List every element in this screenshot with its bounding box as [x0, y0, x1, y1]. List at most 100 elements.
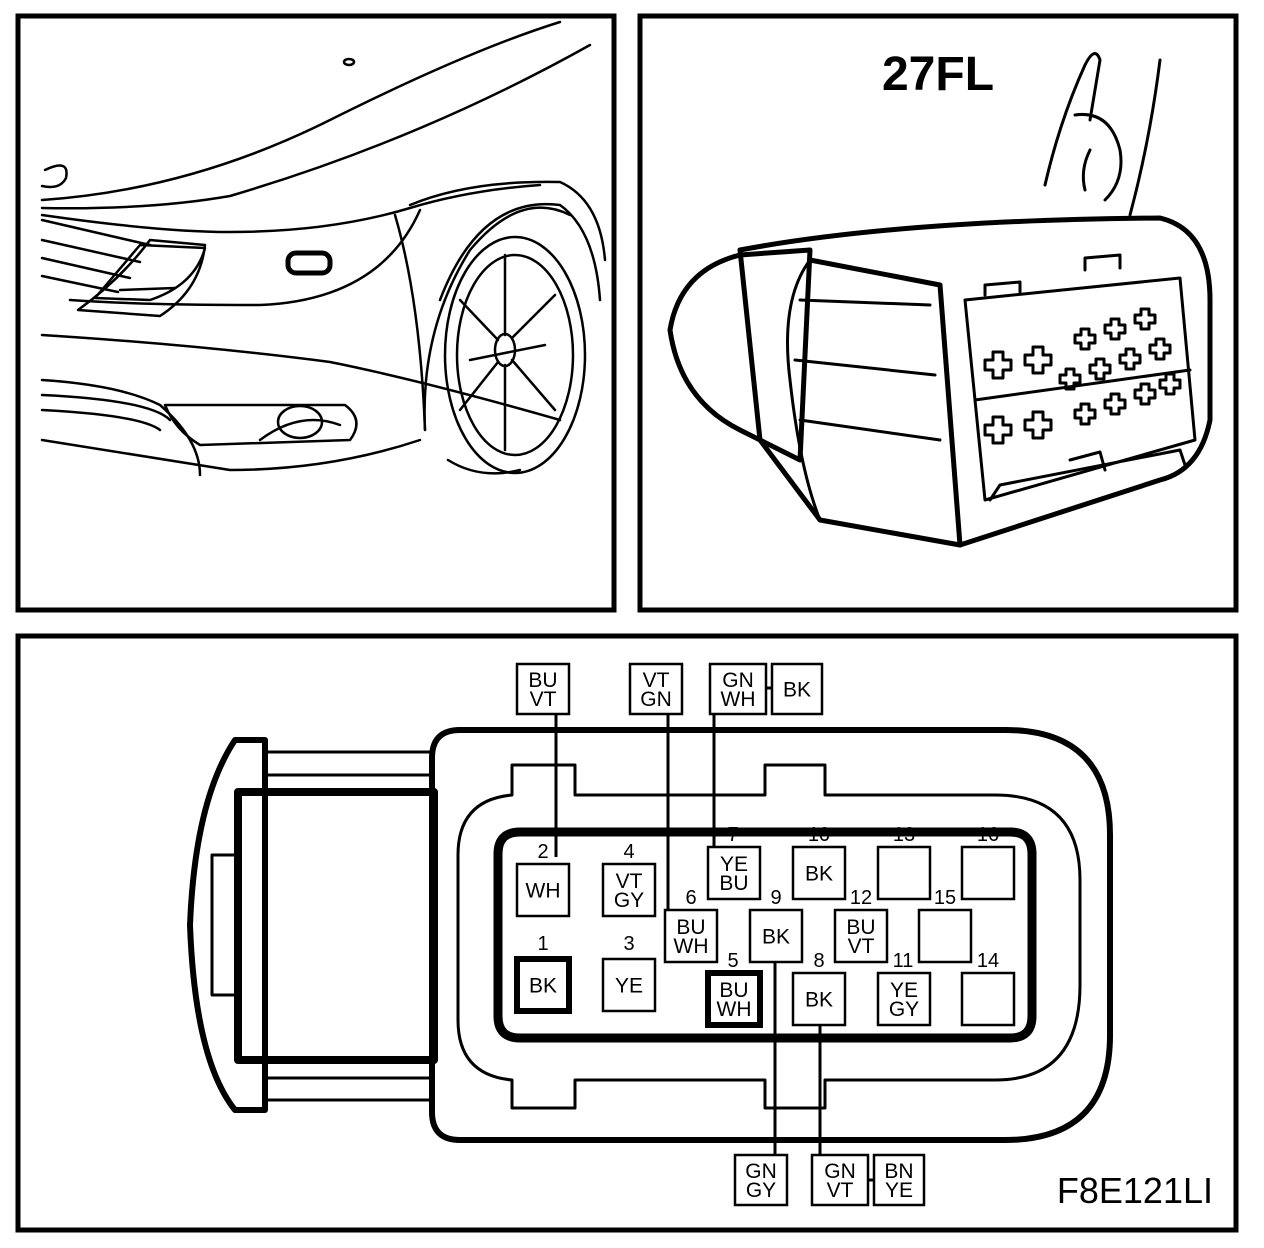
- pin-number: 16: [977, 824, 999, 846]
- pin-wire-color: GY: [614, 889, 644, 912]
- connector-label: 27FL: [882, 48, 994, 101]
- pin-3: 3YE: [601, 933, 657, 1013]
- pin-13-cavity: [876, 845, 932, 901]
- pin-wire-color: BK: [805, 863, 833, 886]
- pin-2: 2WH: [515, 841, 571, 918]
- pin-wire-color: BK: [805, 989, 833, 1012]
- pin-14-cavity: [960, 971, 1016, 1027]
- connector-illustration: [667, 52, 1213, 548]
- pin-wire-color: WH: [526, 880, 561, 903]
- wire-color-text: BU: [528, 669, 557, 692]
- panel-connector-view: [637, 13, 1239, 613]
- vehicle-front-illustration: [40, 20, 607, 477]
- pin-wire-color: BK: [529, 975, 557, 998]
- wire-color-text: VT: [643, 669, 670, 692]
- wire-label-pin7-ext-2: BK: [770, 662, 824, 716]
- pin-wire-color: BK: [762, 926, 790, 949]
- pins-layer: 1BK2WH3YE4VTGY5BUWH6BUWH7YEBU8BK9BK10BK1…: [514, 824, 1016, 1028]
- pin-9-cavity: [748, 908, 804, 964]
- pin-wire-color: YE: [720, 853, 748, 876]
- pin-wire-color: WH: [717, 998, 752, 1021]
- wire-color-text: BN: [884, 1160, 913, 1183]
- pin-number: 11: [893, 950, 914, 972]
- pin-number: 9: [770, 887, 781, 909]
- wire-label-box: [708, 662, 768, 716]
- wire-color-text: WH: [721, 688, 756, 711]
- pin-number: 10: [808, 824, 830, 846]
- pin-number: 4: [623, 841, 634, 863]
- pin-number: 7: [727, 824, 738, 846]
- pin-wire-color: WH: [674, 935, 709, 958]
- pin-number: 1: [537, 933, 548, 955]
- pin-14: 14: [960, 950, 1016, 1027]
- wire-color-text: BK: [783, 679, 811, 702]
- pin-wire-color: VT: [848, 935, 875, 958]
- pin-16-cavity: [960, 845, 1016, 901]
- wire-color-text: VT: [827, 1179, 854, 1202]
- wire-color-text: VT: [530, 688, 557, 711]
- pin-number: 6: [685, 887, 696, 909]
- pin-number: 5: [727, 950, 738, 972]
- pin-15-cavity: [917, 908, 973, 964]
- pin-wire-color: YE: [615, 975, 643, 998]
- panel-pinout: [15, 633, 1239, 1233]
- wire-label-box: [770, 662, 824, 716]
- pin-wire-color: GY: [889, 998, 919, 1021]
- pin-15: 15: [917, 887, 973, 964]
- wire-color-text: GN: [640, 688, 672, 711]
- wire-color-text: GN: [745, 1160, 777, 1183]
- pin-6-cavity: [663, 908, 719, 964]
- pin-11-cavity: [876, 971, 932, 1027]
- pin-wire-color: BU: [846, 916, 875, 939]
- wire-label-box: [872, 1153, 926, 1207]
- figure-code: F8E121LI: [1057, 1170, 1213, 1211]
- pin-8-cavity: [791, 971, 847, 1027]
- pin-number: 3: [623, 933, 634, 955]
- pin-2-cavity: [515, 862, 571, 918]
- pin-wire-color: VT: [616, 870, 643, 893]
- pin-3-cavity: [601, 957, 657, 1013]
- pin-9: 9BK: [748, 887, 804, 964]
- pin-4-cavity: [601, 862, 657, 918]
- pin-number: 12: [850, 887, 872, 909]
- pin-7-cavity: [706, 845, 762, 901]
- pin-8: 8BK: [791, 950, 847, 1027]
- wire-color-text: GY: [746, 1179, 776, 1202]
- pin-wire-color: BU: [719, 979, 748, 1002]
- pin-12-cavity: [833, 908, 889, 964]
- pin-wire-color: BU: [676, 916, 705, 939]
- pin-number: 2: [537, 841, 548, 863]
- pin-1-cavity: [514, 956, 572, 1014]
- wire-label-box: [628, 662, 684, 716]
- pin-number: 14: [977, 950, 999, 972]
- wire-color-text: YE: [885, 1179, 913, 1202]
- pinout-housing: [187, 727, 1113, 1143]
- pin-wire-color: BU: [719, 872, 748, 895]
- wire-label-box: [733, 1153, 789, 1207]
- panel-vehicle-location: [15, 13, 617, 613]
- wire-color-text: GN: [824, 1160, 856, 1183]
- pin-wire-color: YE: [890, 979, 918, 1002]
- pin-number: 13: [893, 824, 915, 846]
- pin-number: 8: [813, 950, 824, 972]
- pin-13: 13: [876, 824, 932, 901]
- pin-16: 16: [960, 824, 1016, 901]
- pin-10-cavity: [791, 845, 847, 901]
- wire-label-box: [515, 662, 571, 716]
- wire-label-box: [810, 1153, 870, 1207]
- pin-number: 15: [934, 887, 956, 909]
- pin-1: 1BK: [514, 933, 572, 1014]
